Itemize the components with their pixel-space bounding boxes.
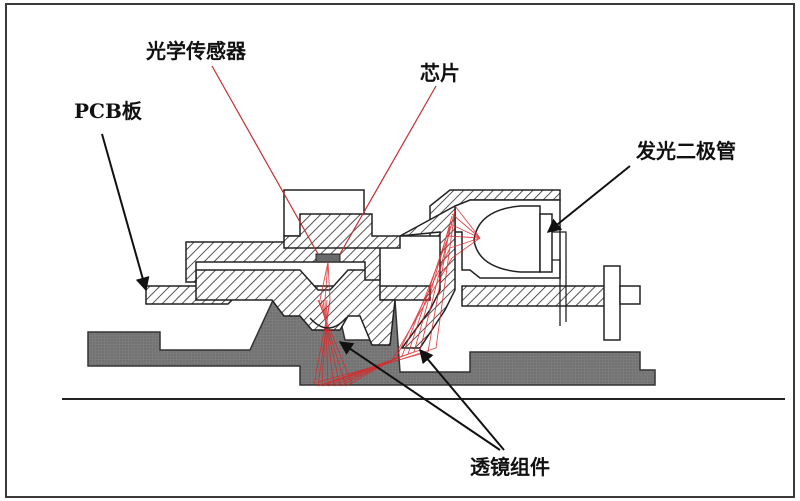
chip-leader [339, 85, 437, 255]
led-base [539, 213, 553, 273]
led-label: 发光二极管 [635, 139, 736, 163]
light-guide [399, 204, 456, 349]
top-block-hatch [283, 189, 561, 249]
optical-sensor-label: 光学传感器 [145, 39, 247, 63]
light-rays [313, 205, 481, 387]
pcb-arrow [101, 133, 150, 292]
lens-assembly-label: 透镜组件 [470, 455, 550, 479]
pcb-board-right [461, 285, 613, 307]
led-arrow [546, 165, 631, 233]
lens-arrow-2 [419, 348, 505, 451]
side-pin [603, 265, 621, 341]
chip-label: 芯片 [420, 61, 460, 85]
focus-lens [309, 317, 347, 329]
outer-frame [5, 3, 795, 498]
chip-die [315, 253, 341, 263]
optical-sensor-leader [211, 65, 319, 255]
lens-housing [195, 269, 396, 346]
sensor-cover [185, 241, 381, 283]
side-pin-cap [619, 285, 641, 305]
led-bulb [473, 205, 541, 273]
pcb-board-label: PCB板 [74, 99, 143, 123]
lens-arrow-1 [338, 341, 501, 451]
